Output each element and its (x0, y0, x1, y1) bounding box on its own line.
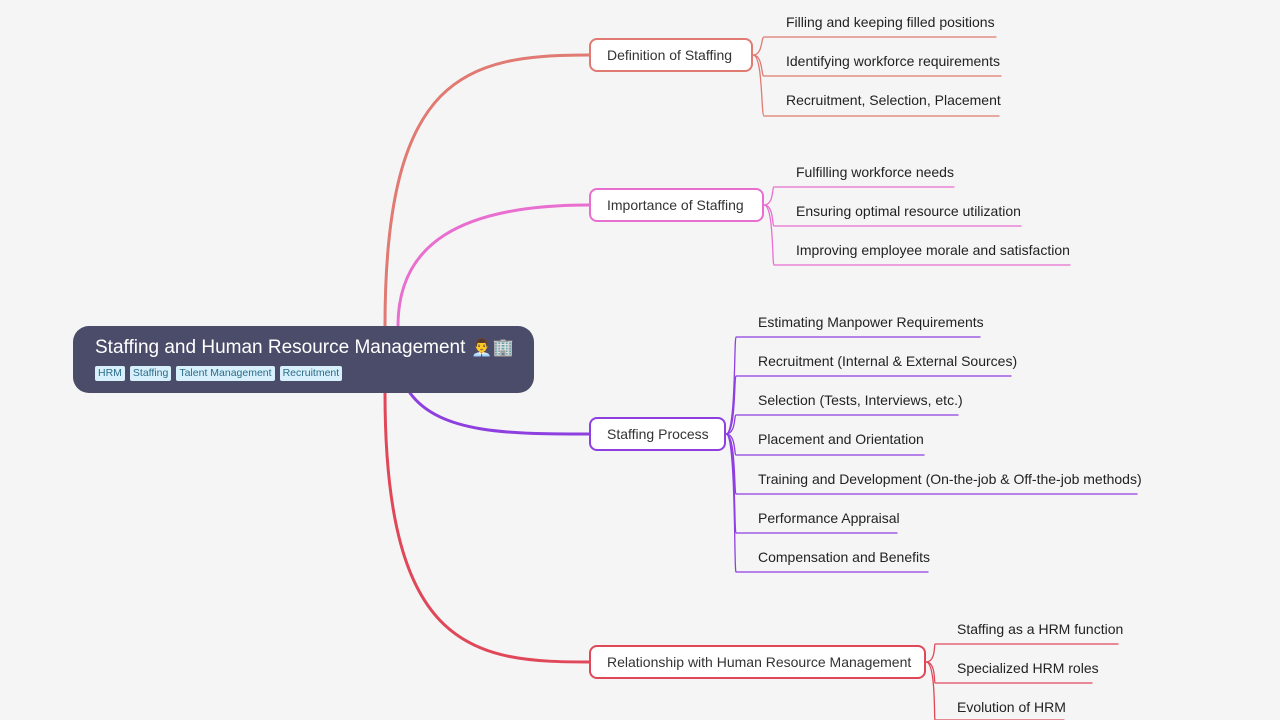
subtopic[interactable]: Evolution of HRM (957, 699, 1066, 715)
subtopic[interactable]: Fulfilling workforce needs (796, 164, 954, 180)
subtopic-connector (925, 643, 1119, 663)
label-hrm[interactable]: HRM (95, 366, 125, 381)
subtopic[interactable]: Staffing as a HRM function (957, 621, 1124, 637)
main-topic-label: Importance of Staffing (607, 197, 744, 213)
subtopic[interactable]: Compensation and Benefits (758, 549, 930, 565)
main-topic-importance-of-staffing[interactable]: Importance of Staffing (589, 188, 764, 222)
topic-labels: HRM Staffing Talent Management Recruitme… (95, 366, 512, 381)
subtopic-connector (752, 54, 1000, 117)
subtopic[interactable]: Recruitment (Internal & External Sources… (758, 353, 1018, 369)
subtopic-connector (763, 204, 1071, 266)
subtopic[interactable]: Performance Appraisal (758, 510, 900, 526)
main-topic-label: Staffing Process (607, 426, 709, 442)
main-topic-definition-of-staffing[interactable]: Definition of Staffing (589, 38, 753, 72)
central-topic[interactable]: Staffing and Human Resource Management 👨‍… (73, 326, 534, 393)
subtopic[interactable]: Recruitment, Selection, Placement (786, 92, 1001, 108)
subtopic-connector (725, 433, 929, 573)
branch-connector (383, 391, 591, 664)
subtopic-connector (725, 375, 1012, 435)
subtopic[interactable]: Ensuring optimal resource utilization (796, 203, 1021, 219)
businessman-office-emoji-icon: 👨‍💼🏢 (471, 338, 514, 357)
branch-connector (396, 203, 591, 328)
main-topic-staffing-process[interactable]: Staffing Process (589, 417, 726, 451)
central-topic-title: Staffing and Human Resource Management 👨‍… (95, 336, 514, 360)
branch-connector (408, 391, 591, 436)
subtopic-connector (752, 54, 1002, 77)
label-recruitment[interactable]: Recruitment (279, 366, 343, 381)
subtopic-connector (725, 414, 959, 435)
main-topic-label: Definition of Staffing (607, 47, 733, 63)
label-talent-management[interactable]: Talent Management (176, 366, 275, 381)
main-topic-relationship-with-hrm[interactable]: Relationship with Human Resource Managem… (589, 645, 926, 679)
label-staffing[interactable]: Staffing (129, 366, 172, 381)
subtopic[interactable]: Improving employee morale and satisfacti… (796, 242, 1070, 258)
subtopic-connector (763, 186, 955, 206)
subtopic[interactable]: Specialized HRM roles (957, 660, 1099, 676)
branch-connector (383, 53, 591, 328)
central-topic-text: Staffing and Human Resource Management (95, 337, 466, 358)
subtopic[interactable]: Placement and Orientation (758, 431, 924, 447)
subtopic-connector (752, 36, 997, 56)
subtopic[interactable]: Estimating Manpower Requirements (758, 314, 984, 330)
subtopic-connector (725, 336, 981, 435)
subtopic[interactable]: Training and Development (On-the-job & O… (758, 471, 1142, 487)
subtopic[interactable]: Selection (Tests, Interviews, etc.) (758, 392, 963, 408)
subtopic[interactable]: Filling and keeping filled positions (786, 14, 995, 30)
subtopic-connector (725, 433, 925, 456)
subtopic[interactable]: Identifying workforce requirements (786, 53, 1000, 69)
main-topic-label: Relationship with Human Resource Managem… (607, 654, 912, 670)
subtopic-connector (763, 204, 1022, 227)
